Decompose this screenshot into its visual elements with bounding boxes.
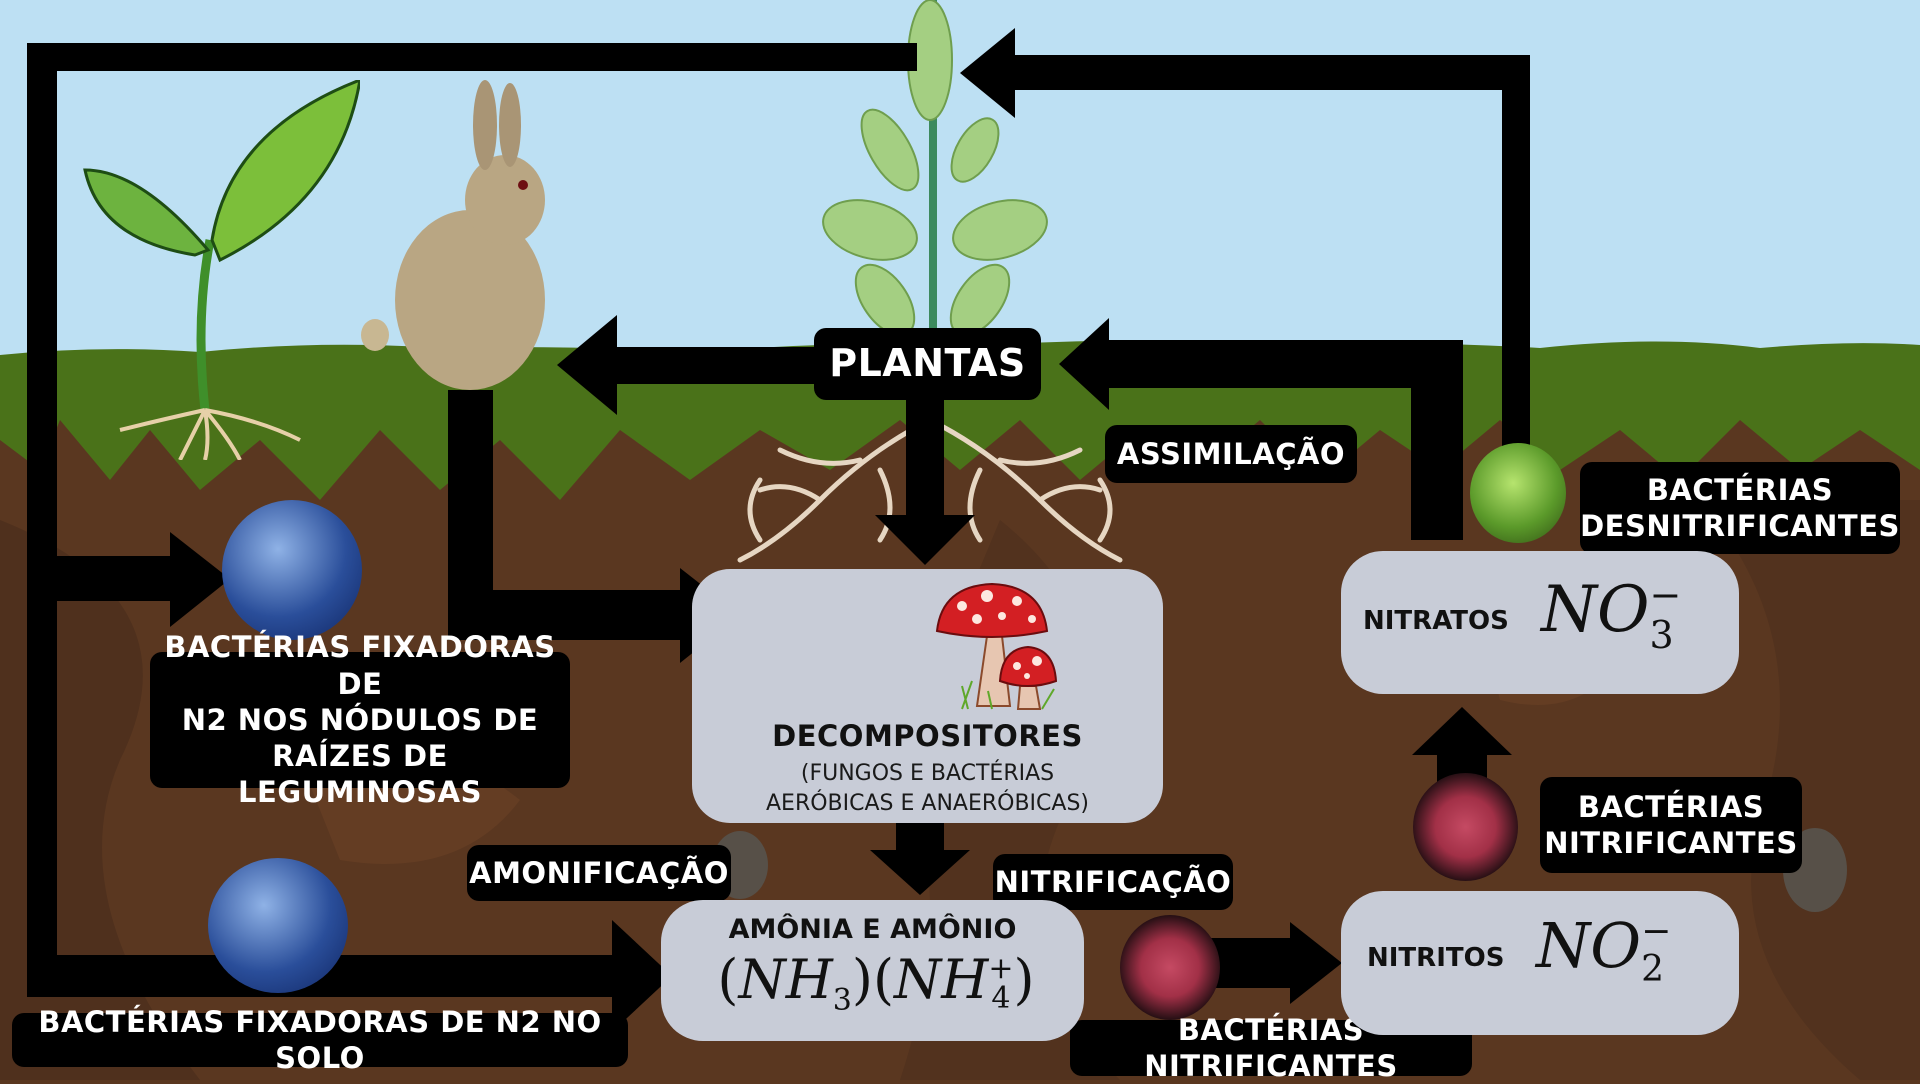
arrow-rabbit-to-decomposers-horizontal xyxy=(448,590,683,640)
decomposers-subtitle-line1: (FUNGOS E BACTÉRIAS xyxy=(800,761,1055,786)
arrow-denitrification-horizontal xyxy=(1010,55,1530,90)
plants-label-text: PLANTAS xyxy=(829,341,1026,386)
plants-label: PLANTAS xyxy=(814,328,1041,400)
decomposers-subtitle: (FUNGOS E BACTÉRIAS AERÓBICAS E ANAERÓBI… xyxy=(692,759,1163,819)
nitrifying-bottom-text: BACTÉRIAS NITRIFICANTES xyxy=(1144,1012,1398,1083)
nodule-fixing-line3: RAÍZES DE LEGUMINOSAS xyxy=(238,739,482,810)
denitrifying-line1: BACTÉRIAS xyxy=(1646,472,1834,507)
nitrites-title: NITRITOS xyxy=(1367,943,1505,973)
decomposers-subtitle-line2: AERÓBICAS E ANAERÓBICAS) xyxy=(766,791,1089,816)
ammonia-box: AMÔNIA E AMÔNIO (NH3)(NH+4) xyxy=(661,900,1084,1041)
arrow-nitrites-to-nitrates-head xyxy=(1412,707,1512,755)
nh4-superscript: + xyxy=(988,951,1014,986)
nitrates-title: NITRATOS xyxy=(1363,606,1509,636)
soil-fixing-bacteria-label: BACTÉRIAS FIXADORAS DE N2 NO SOLO xyxy=(12,1005,628,1075)
arrow-plants-to-rabbit-head xyxy=(557,315,617,415)
plant-roots xyxy=(737,417,1123,563)
arrow-plants-to-decomposers-bar xyxy=(906,395,944,520)
no2-subscript: 2 xyxy=(1641,948,1664,990)
nh4-base: NH xyxy=(894,948,989,1011)
arrow-plants-to-decomposers-head xyxy=(875,515,975,565)
blue-bacteria-nodule-image xyxy=(222,500,362,640)
ammonification-text: AMONIFICAÇÃO xyxy=(469,855,729,890)
pink-bacteria-bottom-image xyxy=(1120,915,1220,1020)
nitrifying-right-line2: NITRIFICANTES xyxy=(1544,826,1798,860)
red-mushroom-icon xyxy=(935,582,1057,710)
arrow-soil-fixers-to-ammonia-head xyxy=(612,920,672,1032)
nitrification-text: NITRIFICAÇÃO xyxy=(994,864,1232,899)
arrow-denitrification-head xyxy=(960,28,1015,118)
assimilation-label-text: ASSIMILAÇÃO xyxy=(1116,436,1346,471)
nodule-fixing-line1: BACTÉRIAS FIXADORAS DE xyxy=(164,630,556,701)
rabbit-illustration xyxy=(361,80,545,390)
cycle-arrow-top-bar xyxy=(27,43,917,71)
green-bacteria-image xyxy=(1470,443,1566,543)
arrow-decomposers-to-ammonia-head xyxy=(870,850,970,895)
arrow-plants-to-rabbit-bar xyxy=(615,347,825,384)
no3-subscript: 3 xyxy=(1649,612,1674,657)
arrow-decomposers-to-ammonia-bar xyxy=(896,823,944,853)
no2-base: NO xyxy=(1536,909,1642,982)
soil-shade xyxy=(1700,500,1920,1080)
soil-fixing-text: BACTÉRIAS FIXADORAS DE N2 NO SOLO xyxy=(38,1004,602,1075)
denitrifying-line2: DESNITRIFICANTES xyxy=(1580,509,1900,543)
nitrifying-bacteria-right-label: BACTÉRIAS NITRIFICANTES xyxy=(1540,777,1802,873)
arrow-assimilation-horizontal xyxy=(1105,340,1463,388)
no3-base: NO xyxy=(1541,573,1650,647)
decomposers-title: DECOMPOSITORES xyxy=(772,719,1083,753)
tall-plant-illustration xyxy=(822,0,1048,340)
nitrites-box: NITRITOS NO−2 xyxy=(1341,891,1739,1035)
blue-bacteria-soil-image xyxy=(208,858,348,993)
ammonia-title: AMÔNIA E AMÔNIO xyxy=(728,914,1017,945)
nh4-subscript: 4 xyxy=(991,981,1011,1016)
seedling-plant-illustration xyxy=(83,80,360,460)
ammonification-label: AMONIFICAÇÃO xyxy=(467,845,731,901)
nitrites-formula: NO−2 xyxy=(1536,909,1671,989)
denitrifying-bacteria-label: BACTÉRIAS DESNITRIFICANTES xyxy=(1580,462,1900,554)
arrow-to-nodule-bacteria-head xyxy=(170,532,230,627)
assimilation-label: ASSIMILAÇÃO xyxy=(1105,425,1357,483)
cycle-arrow-left-bar xyxy=(27,43,57,996)
nh3-base: NH xyxy=(738,948,833,1011)
pink-bacteria-right-image xyxy=(1413,773,1518,881)
nh3-subscript: 3 xyxy=(832,982,852,1018)
no2-superscript: − xyxy=(1641,910,1672,952)
no3-superscript: − xyxy=(1649,572,1682,617)
arrow-to-nodule-bacteria-bar xyxy=(27,556,177,601)
nitrifying-right-line1: BACTÉRIAS xyxy=(1577,789,1765,824)
nitrates-formula: NO−3 xyxy=(1541,573,1681,655)
ammonia-formula: (NH3)(NH+4) xyxy=(717,948,1035,1018)
nitrates-box: NITRATOS NO−3 xyxy=(1341,551,1739,694)
nodule-fixing-line2: N2 NOS NÓDULOS DE xyxy=(181,702,539,737)
arrow-assimilation-head xyxy=(1059,318,1109,410)
arrow-ammonia-to-nitrites-head xyxy=(1290,922,1342,1004)
nodule-fixing-bacteria-label: BACTÉRIAS FIXADORAS DE N2 NOS NÓDULOS DE… xyxy=(150,630,570,809)
decomposers-box: DECOMPOSITORES (FUNGOS E BACTÉRIAS AERÓB… xyxy=(692,569,1163,823)
